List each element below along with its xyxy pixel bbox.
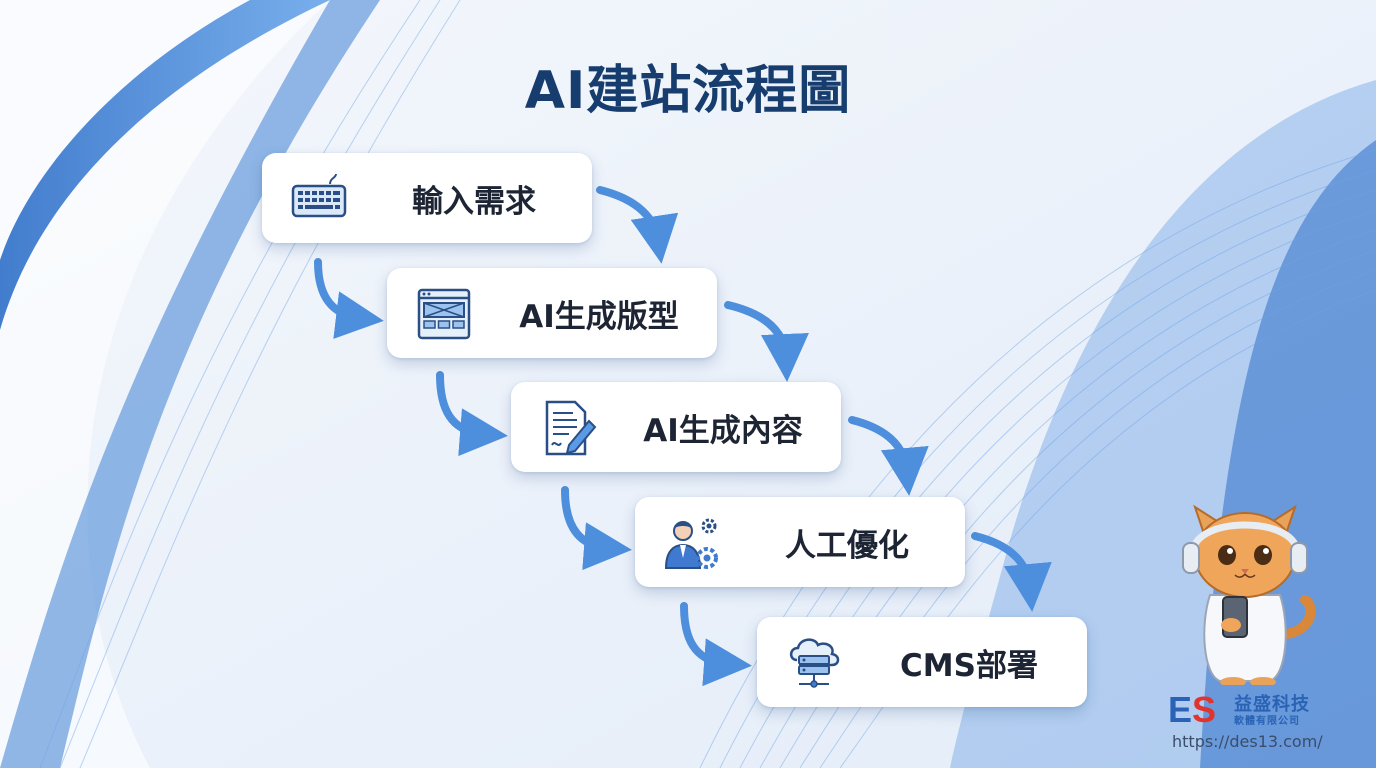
company-name: 益盛科技: [1234, 694, 1310, 715]
step-label: CMS部署: [900, 647, 1038, 684]
website-url: https://des13.com/: [1172, 732, 1323, 751]
step-label: AI生成內容: [643, 412, 803, 449]
document-pen-icon: [545, 400, 597, 456]
layout-wireframe-icon: [417, 288, 471, 340]
svg-text:E: E: [1168, 690, 1192, 728]
cat-mascot-illustration: [1182, 504, 1316, 685]
step-label: AI生成版型: [519, 298, 679, 335]
step-ai-generate-layout: AI生成版型: [387, 268, 717, 358]
step-ai-generate-content: AI生成內容: [511, 382, 841, 472]
step-label: 人工優化: [785, 527, 909, 564]
step-human-optimize: 人工優化: [635, 497, 965, 587]
company-subtitle: 軟體有限公司: [1234, 716, 1300, 727]
keyboard-icon: [291, 173, 347, 218]
company-logo: E S: [1168, 690, 1216, 728]
person-gears-icon: [664, 518, 718, 569]
svg-text:S: S: [1192, 690, 1216, 728]
page-title: AI建站流程圖: [524, 61, 852, 121]
step-input-requirements: 輸入需求: [262, 153, 592, 243]
step-label: 輸入需求: [412, 183, 536, 220]
step-cms-deploy: CMS部署: [757, 617, 1087, 707]
cloud-server-icon: [789, 638, 840, 688]
